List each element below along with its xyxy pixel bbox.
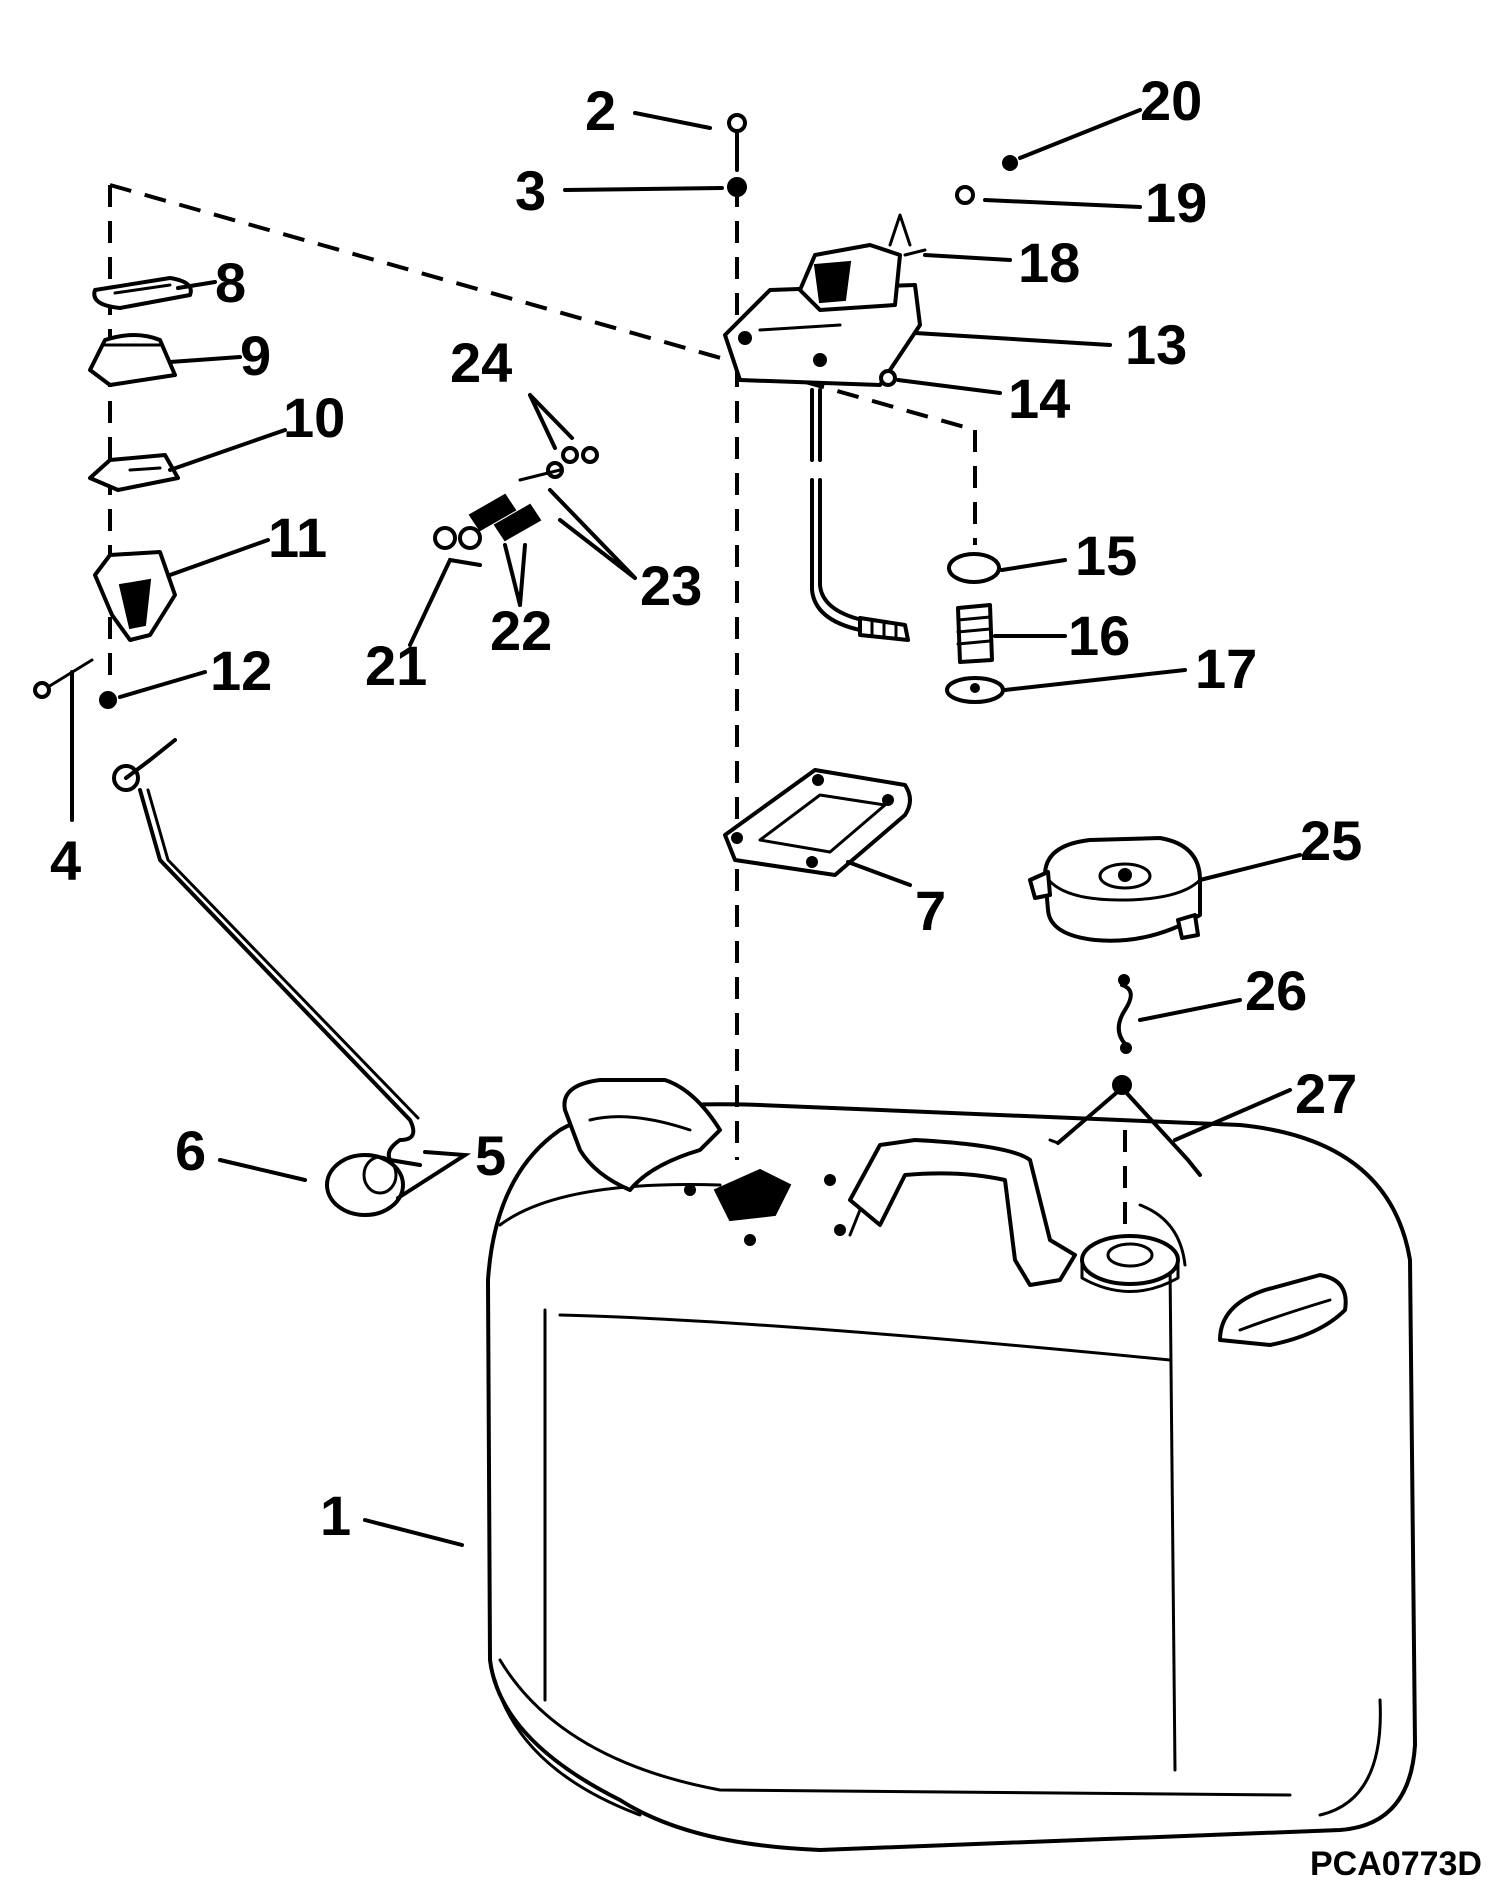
part-14-washer bbox=[879, 369, 897, 387]
callout-12: 12 bbox=[210, 639, 272, 702]
part-4-screw bbox=[33, 658, 94, 699]
part-8-gasket bbox=[92, 276, 193, 310]
part-11-bracket bbox=[93, 550, 177, 642]
part-12-screw bbox=[99, 691, 117, 709]
callout-22: 22 bbox=[490, 599, 552, 662]
callout-21: 21 bbox=[365, 634, 427, 697]
callout-3: 3 bbox=[515, 159, 546, 222]
part-17-seat bbox=[945, 676, 1005, 704]
callout-10: 10 bbox=[283, 386, 345, 449]
callout-24: 24 bbox=[450, 331, 512, 394]
callout-18: 18 bbox=[1018, 231, 1080, 294]
part-3-washer bbox=[727, 177, 747, 197]
callout-8: 8 bbox=[215, 251, 246, 314]
callout-7: 7 bbox=[915, 879, 946, 942]
tank-carry-handle bbox=[848, 1138, 1077, 1287]
callout-17: 17 bbox=[1195, 637, 1257, 700]
part-10-plate bbox=[88, 453, 180, 492]
part-5-float-arm bbox=[112, 738, 422, 1167]
callout-9: 9 bbox=[240, 324, 271, 387]
part-7-gasket bbox=[723, 768, 912, 877]
callout-15: 15 bbox=[1075, 524, 1137, 587]
callout-5: 5 bbox=[475, 1124, 506, 1187]
callout-19: 19 bbox=[1145, 171, 1207, 234]
tank-right-handle bbox=[1218, 1273, 1348, 1347]
callout-4: 4 bbox=[50, 829, 81, 892]
callout-27: 27 bbox=[1295, 1062, 1357, 1125]
part-26-tether bbox=[1116, 974, 1133, 1054]
fuel-tank-body bbox=[486, 1102, 1417, 1852]
part-6-float bbox=[325, 1153, 405, 1217]
callout-26: 26 bbox=[1245, 959, 1307, 1022]
part-9-cover bbox=[88, 333, 177, 387]
callout-11: 11 bbox=[268, 506, 327, 569]
callout-14: 14 bbox=[1008, 367, 1070, 430]
part-20-ball bbox=[1002, 155, 1018, 171]
callout-25: 25 bbox=[1300, 809, 1362, 872]
pickup-tube bbox=[810, 388, 910, 642]
part-18-gauge-mechanism bbox=[798, 213, 927, 312]
part-27-hinge bbox=[1048, 1075, 1202, 1177]
parts-21-24-small-hardware bbox=[433, 446, 599, 550]
tank-left-handle bbox=[562, 1078, 722, 1192]
drawing-code: PCA0773D bbox=[1310, 1845, 1482, 1883]
callout-23: 23 bbox=[640, 554, 702, 617]
callout-1: 1 bbox=[320, 1484, 351, 1547]
callout-6: 6 bbox=[175, 1119, 206, 1182]
tank-filler-neck bbox=[1080, 1234, 1180, 1293]
part-15-cap bbox=[947, 552, 1001, 584]
callout-20: 20 bbox=[1140, 69, 1202, 132]
callout-13: 13 bbox=[1125, 313, 1187, 376]
tank-gauge-opening bbox=[684, 1168, 846, 1246]
part-16-spring bbox=[956, 603, 994, 664]
part-19-ball bbox=[955, 185, 975, 205]
callout-labels: 1 2 3 4 5 6 7 8 9 10 11 12 13 14 15 16 1… bbox=[50, 69, 1482, 1883]
part-2-screw bbox=[727, 113, 747, 172]
callout-16: 16 bbox=[1068, 604, 1130, 667]
part-13-gauge-plate bbox=[723, 283, 922, 387]
callout-2: 2 bbox=[585, 79, 616, 142]
part-25-filler-cap bbox=[1028, 836, 1202, 943]
leader-lines bbox=[70, 108, 1302, 1547]
